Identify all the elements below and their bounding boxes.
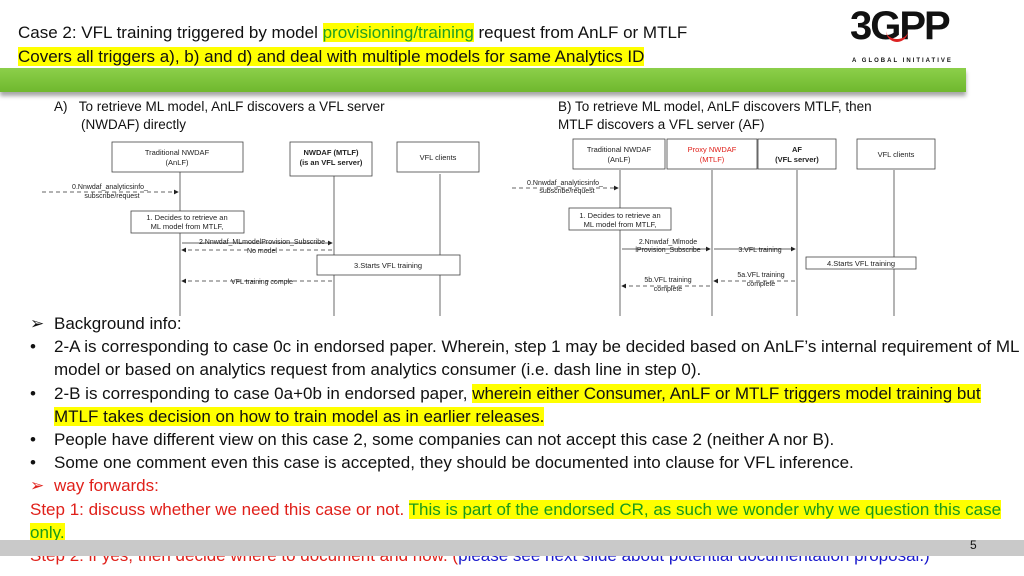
header-green-bar — [0, 68, 966, 92]
sequence-diagrams: Traditional NWDAF (AnLF) NWDAF (MTLF) (i… — [42, 138, 936, 316]
section-a-marker: A) — [54, 99, 68, 114]
section-a-line2: (NWDAF) directly — [81, 117, 186, 132]
3gpp-logo: 3GPP A GLOBAL INITIATIVE — [850, 4, 960, 66]
diag-a-box2-line2: (is an VFL server) — [300, 158, 363, 167]
title-suffix: request from AnLF or MTLF — [473, 23, 688, 42]
logo-tagline: A GLOBAL INITIATIVE — [852, 58, 953, 64]
diag-b-box2-line2: (MTLF) — [700, 155, 725, 164]
logo-wordmark: 3GPP — [850, 4, 951, 48]
diag-a-msg2-line1: 2.Nnwdaf_MLmodelProvision_Subscribe — [199, 239, 325, 246]
section-a-line1: To retrieve ML model, AnLF discovers a V… — [78, 99, 385, 114]
diag-b-msg2-line1: 2.Nnwdaf_Mlmode — [639, 239, 697, 246]
way-forward-heading: ➢ way forwards: — [30, 474, 1020, 497]
diag-b-box2-line1: Proxy NWDAF — [688, 145, 737, 154]
diag-a-msg0-line2: subscribe/request — [84, 193, 139, 200]
diag-b-box1-line1: Traditional NWDAF — [587, 145, 652, 154]
diag-a-msg-done: VFL training comple — [231, 279, 293, 286]
bullet-text-4: Some one comment even this case is accep… — [54, 453, 854, 473]
diag-a-step1-line1: 1. Decides to retrieve an — [146, 213, 227, 222]
diag-a-msg0-line1: 0.Nnwdaf_analyticsinfo_ — [72, 184, 148, 191]
bullet-text-3: People have different view on this case … — [54, 430, 835, 450]
diag-b-msg0-line2: subscribe/request — [539, 188, 594, 195]
bullet-item: • 2-A is corresponding to case 0c in endo… — [30, 335, 1020, 381]
diag-a-box3: VFL clients — [420, 153, 457, 162]
diag-a-box2-line1: NWDAF (MTLF) — [304, 148, 359, 157]
body-text: ➢ Background info: • 2-A is corresponding … — [30, 312, 1020, 567]
diag-b-step4: 4.Starts VFL training — [827, 259, 895, 268]
section-a-heading: A) To retrieve ML model, AnLF discovers … — [54, 98, 385, 134]
logo-arc-icon — [886, 30, 908, 42]
diag-a-msg2-line2: No model — [247, 248, 277, 255]
diag-b-msg5a-line1: 5a.VFL training — [737, 272, 784, 279]
diag-a-box1-line1: Traditional NWDAF — [145, 148, 210, 157]
bullet-item: • Some one comment even this case is acce… — [30, 451, 1020, 474]
arrow-bullet-icon: ➢ — [30, 314, 45, 333]
step-1: Step 1: discuss whether we need this cas… — [30, 498, 1020, 544]
bullet-dot: • — [30, 337, 36, 357]
diag-b-box3-line1: AF — [792, 145, 802, 154]
footer-bar — [0, 540, 1024, 556]
diag-b-msg0-line1: 0.Nnwdaf_analyticsinfo_ — [527, 180, 603, 187]
bullet-text-2: 2-B is corresponding to case 0a+0b in en… — [54, 383, 473, 403]
title-highlight: provisioning/training — [322, 23, 474, 42]
bullet-text-1: 2-A is corresponding to case 0c in endor… — [54, 337, 1019, 380]
title-prefix: Case 2: VFL training triggered by model — [18, 23, 323, 42]
diag-b-box1-line2: (AnLF) — [608, 155, 631, 164]
way-forward-label: way forwards: — [54, 476, 159, 496]
arrow-bullet-icon: ➢ — [30, 476, 45, 496]
diag-a-box1-line2: (AnLF) — [166, 158, 189, 167]
diag-b-msg3: 3.VFL training — [738, 247, 781, 254]
bullet-item: • 2-B is corresponding to case 0a+0b in e… — [30, 382, 1020, 428]
bullet-dot: • — [30, 453, 36, 473]
diag-b-msg2-line2: lProvision_Subscribe — [635, 247, 700, 254]
slide-title-line2: Covers all triggers a), b) and d) and de… — [18, 46, 645, 68]
diag-b-msg5b-line1: 5b.VFL training — [644, 277, 691, 284]
diag-b-box4: VFL clients — [878, 150, 915, 159]
background-label: Background info: — [54, 314, 182, 333]
section-b-heading: B) To retrieve ML model, AnLF discovers … — [558, 98, 872, 134]
bullet-dot: • — [30, 430, 36, 450]
diag-b-msg5a-line2: complete — [747, 281, 776, 288]
diag-a-step3: 3.Starts VFL training — [354, 261, 422, 270]
slide-title-line1: Case 2: VFL training triggered by model … — [18, 22, 687, 44]
section-b-line1: B) To retrieve ML model, AnLF discovers … — [558, 99, 872, 114]
diag-b-msg5b-line2: complete — [654, 286, 683, 293]
diag-b-step1-line1: 1. Decides to retrieve an — [579, 211, 660, 220]
diag-a-step1-line2: ML model from MTLF, — [151, 222, 224, 231]
page-number: 5 — [970, 538, 977, 552]
background-heading: ➢ Background info: — [30, 312, 1020, 335]
step-1-text: Step 1: discuss whether we need this cas… — [30, 499, 409, 519]
title-line2-text: Covers all triggers a), b) and d) and de… — [18, 47, 645, 66]
bullet-dot: • — [30, 383, 36, 403]
diag-b-step1-line2: ML model from MTLF, — [584, 220, 657, 229]
section-b-line2: MTLF discovers a VFL server (AF) — [558, 117, 765, 132]
diag-b-box3-line2: (VFL server) — [775, 155, 819, 164]
bullet-item: • People have different view on this case… — [30, 428, 1020, 451]
